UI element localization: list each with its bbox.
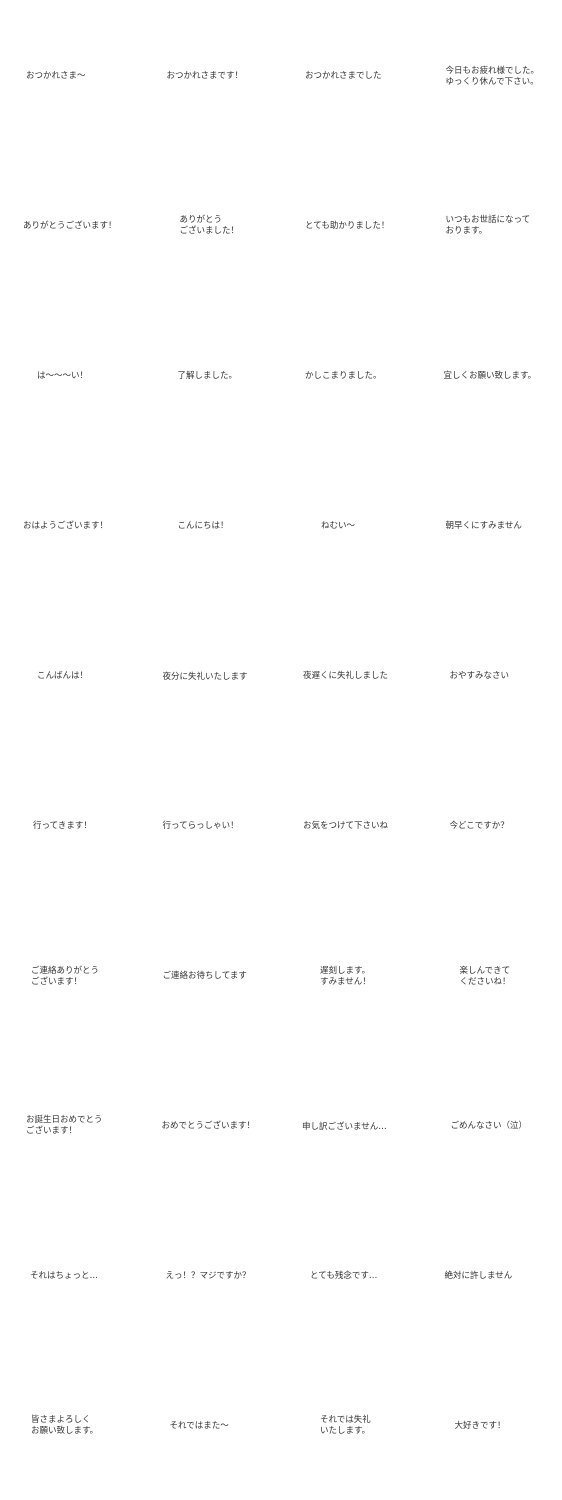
sticker-cell[interactable]: こんにちは！	[141, 450, 282, 600]
sticker-text: ごめんなさい（泣）	[450, 1121, 528, 1131]
sticker-cell[interactable]: 夜分に失礼いたします	[141, 600, 282, 750]
sticker-cell[interactable]: 夜遅くに失礼しました	[281, 600, 422, 750]
sticker-cell[interactable]: とても助かりました！	[281, 150, 422, 300]
sticker-text: 皆さまよろしく お願い致します。	[31, 1415, 99, 1436]
sticker-text: それではまた〜	[169, 1421, 229, 1431]
sticker-text: 朝早くにすみません	[445, 521, 522, 531]
sticker-text: 夜遅くに失礼しました	[303, 671, 389, 681]
sticker-cell[interactable]: こんばんは！	[0, 600, 141, 750]
sticker-cell[interactable]: おつかれさま〜	[0, 0, 141, 150]
sticker-cell[interactable]: おつかれさまでした	[281, 0, 422, 150]
sticker-text: お気をつけて下さいね	[303, 821, 389, 831]
sticker-cell[interactable]: ご連絡ありがとう ございます！	[0, 900, 141, 1050]
sticker-cell[interactable]: 朝早くにすみません	[422, 450, 562, 600]
sticker-text: 了解しました。	[177, 371, 238, 381]
sticker-text: おやすみなさい	[449, 671, 510, 681]
sticker-cell[interactable]: 了解しました。	[141, 300, 282, 450]
sticker-text: 申し訳ございません…	[302, 1122, 387, 1132]
sticker-cell[interactable]: おはようございます！	[0, 450, 141, 600]
sticker-text: は〜〜〜い！	[37, 371, 89, 381]
sticker-text: こんばんは！	[37, 671, 89, 681]
sticker-text: 宜しくお願い致します。	[443, 371, 537, 381]
sticker-cell[interactable]: 今日もお疲れ様でした。 ゆっくり休んで下さい。	[422, 0, 562, 150]
sticker-text: それはちょっと…	[30, 1271, 99, 1281]
sticker-text: 楽しんできて くださいね！	[459, 966, 511, 987]
sticker-text: 絶対に許しません	[444, 1271, 513, 1281]
sticker-cell[interactable]: ごめんなさい（泣）	[422, 1050, 562, 1200]
sticker-text: お誕生日おめでとう ございます！	[26, 1115, 103, 1136]
sticker-cell[interactable]: ありがとう ございました！	[141, 150, 282, 300]
sticker-cell[interactable]: 絶対に許しません	[422, 1200, 562, 1350]
sticker-cell[interactable]: お誕生日おめでとう ございます！	[0, 1050, 141, 1200]
sticker-text: ご連絡お待ちしてます	[162, 971, 247, 981]
sticker-cell[interactable]: ご連絡お待ちしてます	[141, 900, 282, 1050]
sticker-cell[interactable]: いつもお世話になって おります。	[422, 150, 562, 300]
sticker-cell[interactable]: えっ！？マジですか？	[141, 1200, 282, 1350]
sticker-text: ありがとう ございました！	[179, 215, 240, 236]
sticker-cell[interactable]: 皆さまよろしく お願い致します。	[0, 1350, 141, 1500]
sticker-cell[interactable]: 今どこですか？	[422, 750, 562, 900]
sticker-text: 夜分に失礼いたします	[162, 672, 248, 682]
sticker-cell[interactable]: ねむい〜	[281, 450, 422, 600]
sticker-cell[interactable]: 申し訳ございません…	[281, 1050, 422, 1200]
sticker-text: 大好きです！	[454, 1421, 506, 1431]
sticker-cell[interactable]: それでは失礼 いたします。	[281, 1350, 422, 1500]
sticker-text: かしこまりました。	[305, 371, 382, 381]
sticker-cell[interactable]: それはちょっと…	[0, 1200, 141, 1350]
sticker-cell[interactable]: ありがとうございます！	[0, 150, 141, 300]
sticker-text: 今日もお疲れ様でした。 ゆっくり休んで下さい。	[445, 66, 540, 87]
sticker-cell[interactable]: は〜〜〜い！	[0, 300, 141, 450]
sticker-cell[interactable]: かしこまりました。	[281, 300, 422, 450]
sticker-text: いつもお世話になって おります。	[445, 215, 531, 236]
sticker-cell[interactable]: おめでとうございます！	[141, 1050, 282, 1200]
sticker-cell[interactable]: 遅刻します。 すみません！	[281, 900, 422, 1050]
sticker-cell[interactable]: おやすみなさい	[422, 600, 562, 750]
sticker-cell[interactable]: おつかれさまです！	[141, 0, 282, 150]
sticker-text: おはようございます！	[23, 521, 109, 531]
sticker-text: それでは失礼 いたします。	[320, 1415, 371, 1436]
sticker-text: ねむい〜	[321, 521, 356, 531]
sticker-text: 遅刻します。 すみません！	[320, 966, 371, 987]
sticker-cell[interactable]: 大好きです！	[422, 1350, 562, 1500]
sticker-text: おめでとうございます！	[161, 1121, 256, 1131]
sticker-text: こんにちは！	[177, 521, 229, 531]
sticker-text: とても残念です…	[310, 1271, 378, 1281]
sticker-cell[interactable]: 楽しんできて くださいね！	[422, 900, 562, 1050]
sticker-cell[interactable]: お気をつけて下さいね	[281, 750, 422, 900]
sticker-text: おつかれさまです！	[166, 71, 244, 81]
sticker-cell[interactable]: 宜しくお願い致します。	[422, 300, 562, 450]
sticker-text: おつかれさま〜	[26, 71, 86, 81]
sticker-text: ありがとうございます！	[23, 221, 117, 231]
sticker-cell[interactable]: それではまた〜	[141, 1350, 282, 1500]
sticker-text: 行ってきます！	[33, 821, 92, 831]
sticker-text: おつかれさまでした	[305, 71, 382, 81]
sticker-cell[interactable]: とても残念です…	[281, 1200, 422, 1350]
sticker-cell[interactable]: 行ってきます！	[0, 750, 141, 900]
sticker-text: えっ！？マジですか？	[165, 1271, 251, 1281]
sticker-text: 行ってらっしゃい！	[162, 821, 239, 831]
sticker-text: 今どこですか？	[449, 821, 509, 831]
sticker-text: とても助かりました！	[305, 221, 390, 231]
sticker-cell[interactable]: 行ってらっしゃい！	[141, 750, 282, 900]
sticker-text: ご連絡ありがとう ございます！	[31, 966, 100, 987]
